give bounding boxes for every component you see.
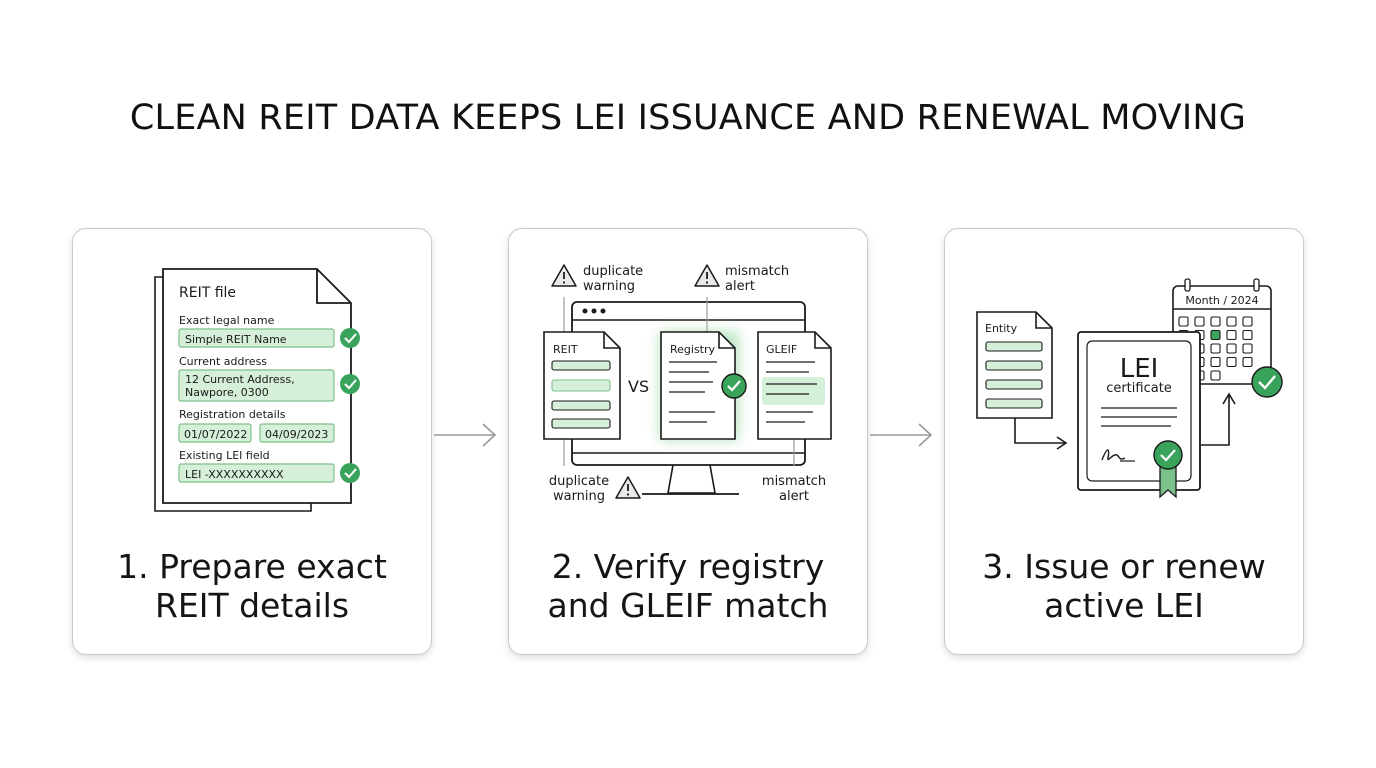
arrow-right-icon — [434, 423, 497, 447]
calendar-day-highlighted — [1210, 329, 1221, 341]
registration-date-2 — [259, 423, 335, 443]
calendar-day — [1242, 329, 1253, 341]
check-icon — [340, 328, 360, 348]
field-label-legal-name: Exact legal name — [179, 314, 275, 327]
check-icon — [721, 373, 747, 399]
calendar-day — [1242, 356, 1253, 368]
signature-icon — [1101, 449, 1126, 461]
doc-title: REIT file — [179, 285, 236, 301]
field-label-registration: Registration details — [179, 408, 286, 421]
certificate-subtitle: certificate — [1106, 381, 1172, 396]
calendar-day — [1210, 370, 1221, 381]
existing-lei-field — [178, 463, 335, 483]
calendar-day — [1178, 316, 1189, 327]
reit-file-illustration: REIT file Exact legal name Simple REIT N… — [154, 268, 360, 512]
entity-doc-label: Entity — [985, 322, 1018, 335]
step-1-caption: 1. Prepare exact REIT details — [73, 547, 431, 625]
caption-line: 3. Issue or renew — [982, 547, 1266, 586]
registration-date-1 — [178, 423, 252, 443]
caption-line: and GLEIF match — [547, 586, 829, 625]
field-label-existing-lei: Existing LEI field — [179, 449, 270, 462]
warning-icon — [551, 264, 577, 287]
calendar-day — [1210, 356, 1221, 368]
registry-doc-icon — [660, 331, 736, 440]
registration-date-2-value: 04/09/2023 — [265, 428, 328, 441]
arrow-right-icon — [870, 423, 933, 447]
alert-text: mismatch — [762, 474, 826, 489]
calendar-day — [1226, 316, 1237, 327]
ribbon-seal-icon — [1153, 440, 1183, 499]
certificate-title: LEI — [1120, 354, 1159, 384]
calendar-day — [1210, 316, 1221, 327]
reit-doc-label: REIT — [553, 343, 578, 356]
alert-text: warning — [583, 279, 635, 294]
address-field — [178, 369, 335, 402]
check-icon — [340, 374, 360, 394]
gleif-doc-icon — [757, 331, 832, 440]
calendar-day — [1242, 316, 1253, 327]
step-2-caption: 2. Verify registry and GLEIF match — [509, 547, 867, 625]
address-value-line2: Nawpore, 0300 — [185, 386, 269, 399]
entity-doc-icon — [976, 311, 1053, 419]
step-1-card: REIT file Exact legal name Simple REIT N… — [72, 228, 432, 655]
alert-text: alert — [725, 279, 755, 294]
field-label-address: Current address — [179, 355, 267, 368]
alert-text: warning — [553, 489, 605, 504]
calendar-day — [1226, 356, 1237, 368]
calendar-day — [1194, 316, 1205, 327]
arrow-up-icon — [1201, 395, 1230, 446]
calendar-day — [1226, 329, 1237, 341]
existing-lei-value: LEI -XXXXXXXXXX — [185, 468, 284, 481]
alert-text: duplicate — [549, 474, 609, 489]
step-2-card: REIT VS Registry — [508, 228, 868, 655]
gleif-doc-label: GLEIF — [766, 343, 797, 356]
arrow-right-icon — [1014, 418, 1065, 444]
step-3-card: Entity Month / 2024 — [944, 228, 1304, 655]
caption-line: 2. Verify registry — [551, 547, 825, 586]
step-3-caption: 3. Issue or renew active LEI — [945, 547, 1303, 625]
vs-label: VS — [628, 377, 649, 396]
check-icon — [1251, 366, 1283, 398]
alert-text: duplicate — [583, 264, 643, 279]
calendar-day — [1242, 343, 1253, 354]
caption-line: REIT details — [154, 586, 350, 625]
warning-icon — [694, 264, 720, 287]
registration-date-1-value: 01/07/2022 — [184, 428, 247, 441]
caption-line: active LEI — [1044, 586, 1204, 625]
calendar-day — [1226, 343, 1237, 354]
legal-name-field — [178, 328, 335, 348]
issuance-illustration: Entity Month / 2024 — [976, 278, 1283, 499]
address-value-line1: 12 Current Address, — [185, 373, 295, 386]
legal-name-value: Simple REIT Name — [185, 333, 287, 346]
calendar-label: Month / 2024 — [1185, 294, 1258, 307]
registry-doc-label: Registry — [670, 343, 716, 356]
calendar-day — [1210, 343, 1221, 354]
check-icon — [340, 463, 360, 483]
verification-illustration: REIT VS Registry — [543, 264, 832, 504]
page-title: CLEAN REIT DATA KEEPS LEI ISSUANCE AND R… — [129, 98, 1247, 138]
warning-icon — [615, 476, 641, 499]
alert-text: mismatch — [725, 264, 789, 279]
reit-doc-icon — [543, 331, 621, 440]
caption-line: 1. Prepare exact — [117, 547, 387, 586]
alert-text: alert — [779, 489, 809, 504]
